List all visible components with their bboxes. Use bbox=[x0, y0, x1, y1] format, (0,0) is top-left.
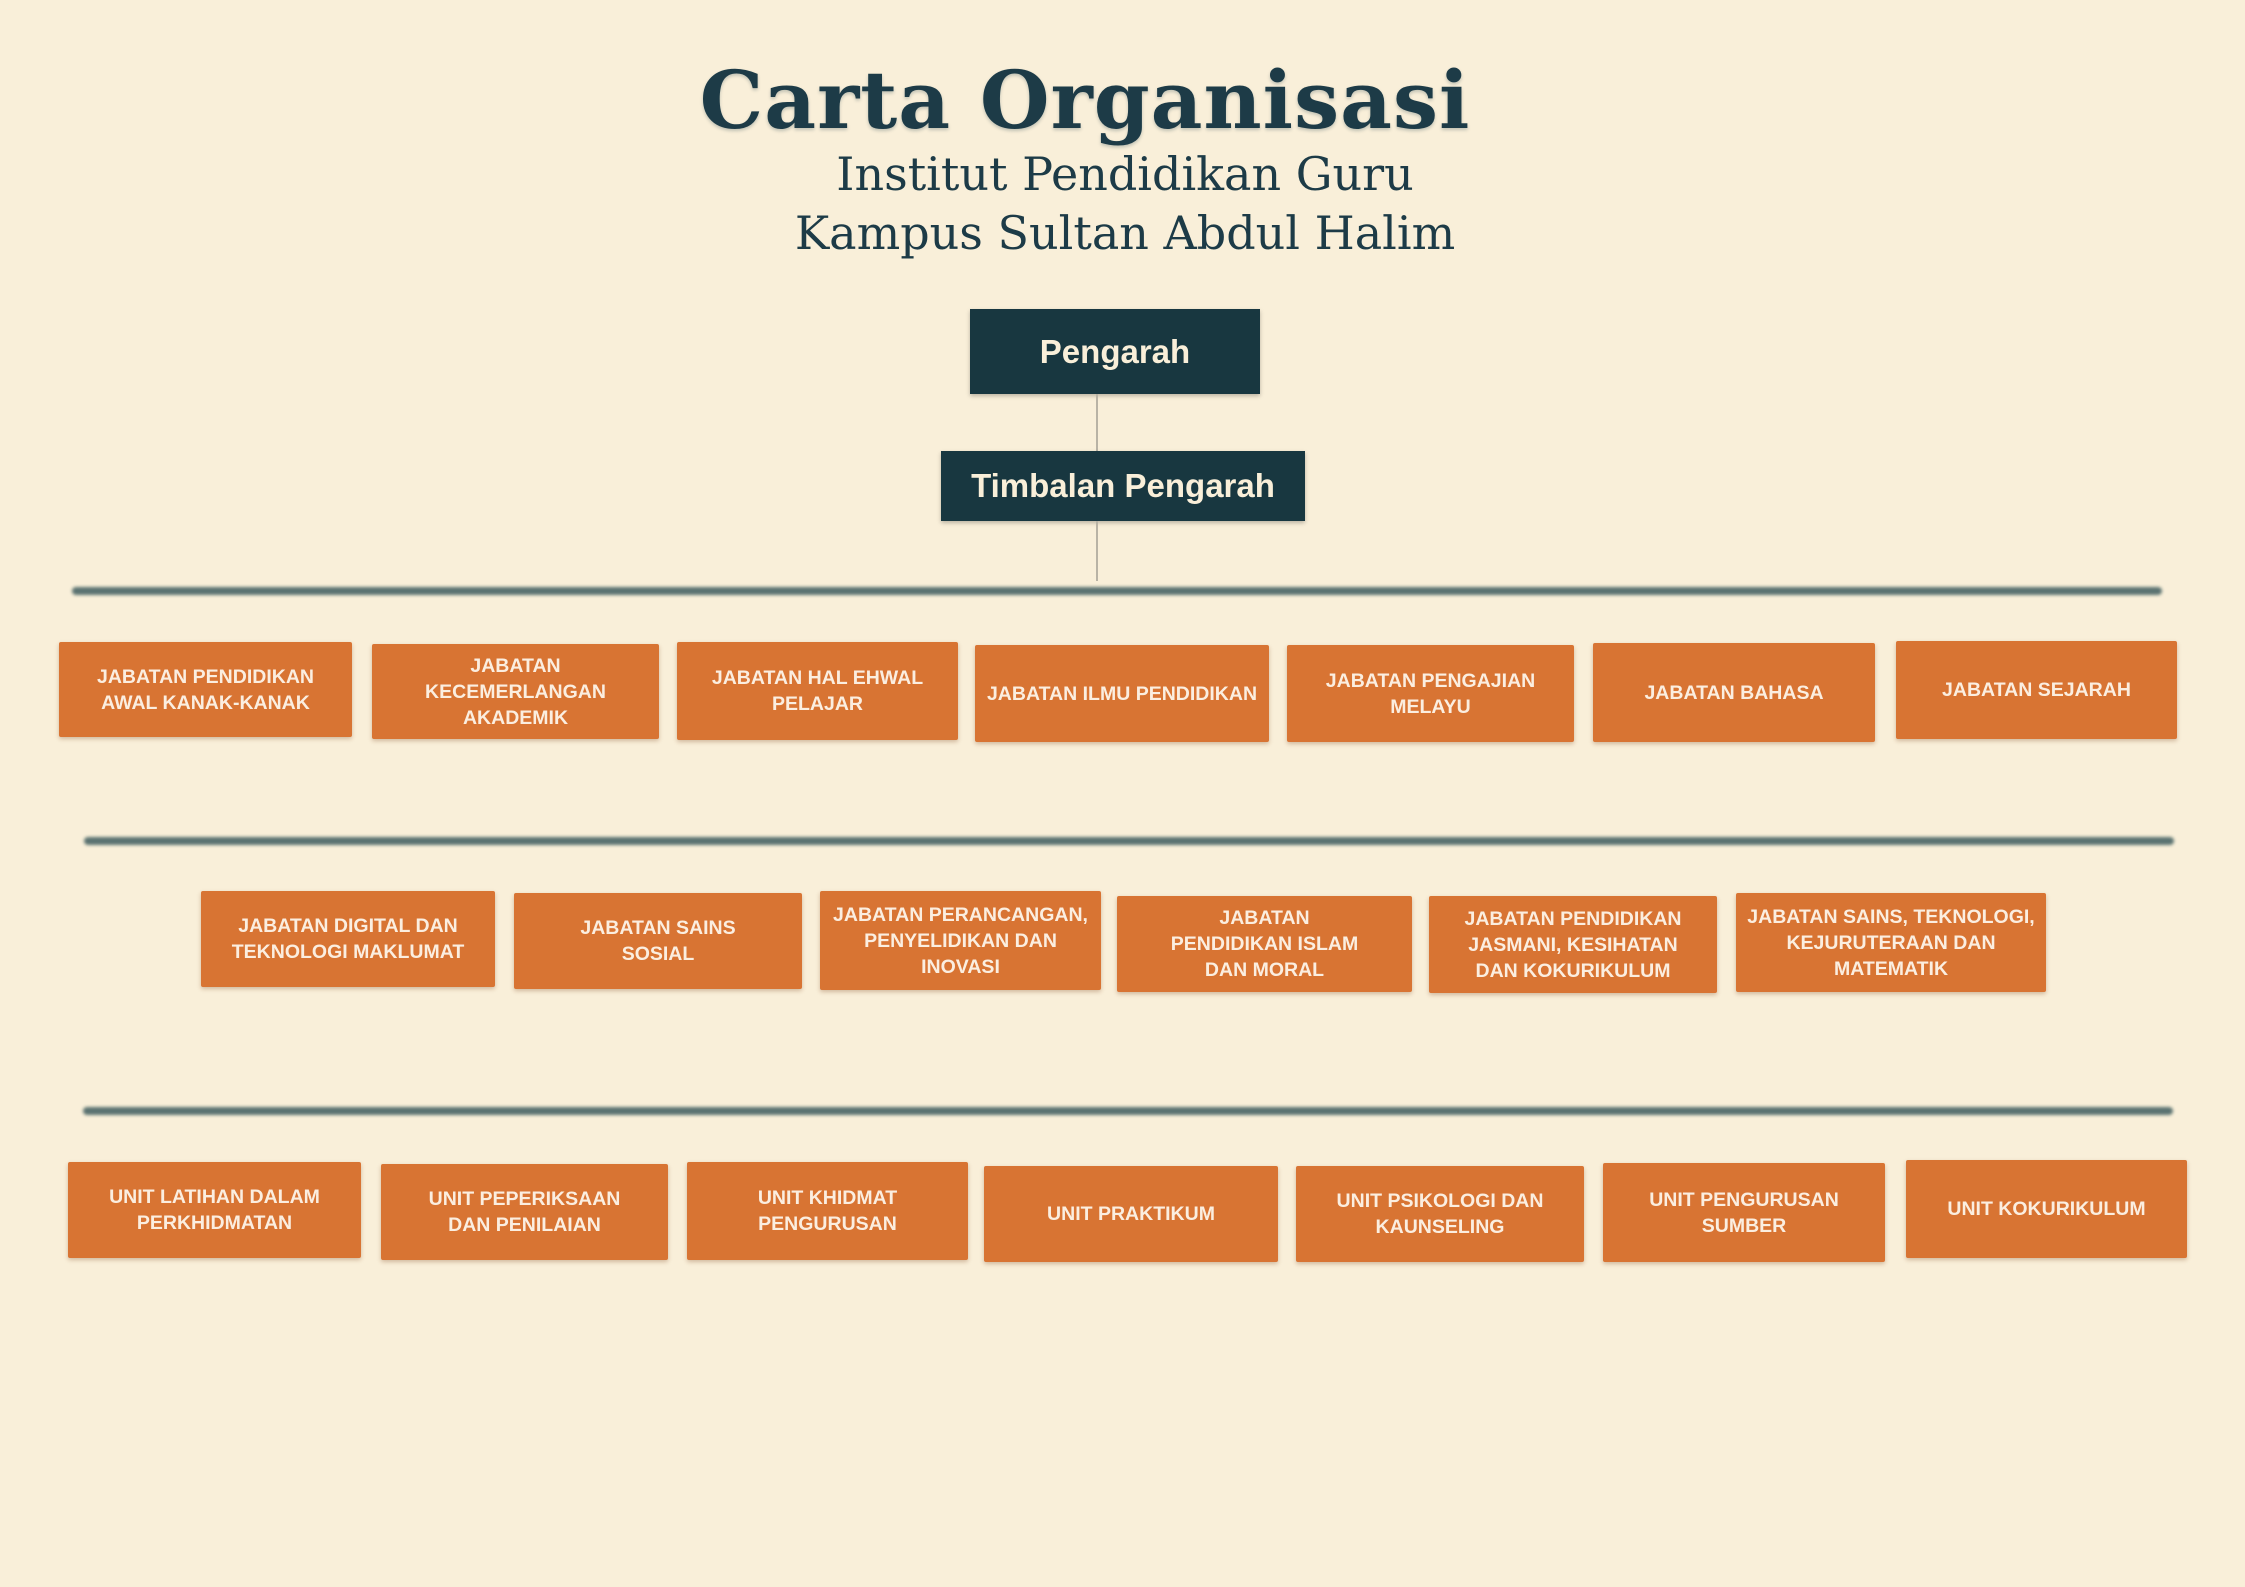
department-box: JABATAN PERANCANGAN, PENYELIDIKAN DAN IN… bbox=[820, 891, 1101, 990]
department-box: JABATAN SAINS, TEKNOLOGI, KEJURUTERAAN D… bbox=[1736, 893, 2046, 992]
department-label: JABATAN PENGAJIAN MELAYU bbox=[1325, 669, 1536, 718]
unit-box: UNIT KHIDMAT PENGURUSAN bbox=[687, 1162, 968, 1260]
subtitle-institution: Institut Pendidikan Guru bbox=[836, 147, 1414, 201]
department-box: JABATAN HAL EHWAL PELAJAR bbox=[677, 642, 958, 740]
department-label: JABATAN PENDIDIKAN AWAL KANAK-KANAK bbox=[96, 665, 315, 714]
unit-box: UNIT PEPERIKSAAN DAN PENILAIAN bbox=[381, 1164, 668, 1260]
connector-line-director-deputy bbox=[1096, 394, 1098, 451]
divider-row-3 bbox=[83, 1107, 2173, 1115]
divider-row-1 bbox=[72, 587, 2162, 595]
department-label: JABATAN PERANCANGAN, PENYELIDIKAN DAN IN… bbox=[833, 903, 1088, 978]
deputy-director-box: Timbalan Pengarah bbox=[941, 451, 1305, 521]
department-box: JABATAN PENDIDIKAN ISLAM DAN MORAL bbox=[1117, 896, 1412, 992]
department-label: JABATAN PENDIDIKAN ISLAM DAN MORAL bbox=[1170, 907, 1359, 981]
subtitle-campus: Kampus Sultan Abdul Halim bbox=[794, 206, 1456, 260]
department-label: JABATAN ILMU PENDIDIKAN bbox=[986, 682, 1258, 705]
department-label: JABATAN SEJARAH bbox=[1942, 679, 2131, 701]
department-box: JABATAN SEJARAH bbox=[1896, 641, 2177, 739]
department-box: JABATAN SAINS SOSIAL bbox=[514, 893, 802, 989]
unit-box: UNIT PRAKTIKUM bbox=[984, 1166, 1278, 1262]
department-label: JABATAN BAHASA bbox=[1644, 681, 1824, 704]
department-label: JABATAN SAINS, TEKNOLOGI, KEJURUTERAAN D… bbox=[1747, 905, 2035, 980]
unit-label: UNIT KOKURIKULUM bbox=[1947, 1198, 2146, 1220]
department-box: JABATAN PENGAJIAN MELAYU bbox=[1287, 645, 1574, 742]
department-box: JABATAN DIGITAL DAN TEKNOLOGI MAKLUMAT bbox=[201, 891, 495, 987]
department-box: JABATAN PENDIDIKAN JASMANI, KESIHATAN DA… bbox=[1429, 896, 1717, 993]
department-label: JABATAN HAL EHWAL PELAJAR bbox=[711, 667, 924, 715]
unit-box: UNIT PSIKOLOGI DAN KAUNSELING bbox=[1296, 1166, 1584, 1262]
department-label: JABATAN PENDIDIKAN JASMANI, KESIHATAN DA… bbox=[1464, 907, 1682, 982]
unit-label: UNIT PSIKOLOGI DAN KAUNSELING bbox=[1336, 1190, 1544, 1238]
unit-label: UNIT KHIDMAT PENGURUSAN bbox=[757, 1187, 898, 1235]
deputy-director-label: Timbalan Pengarah bbox=[971, 467, 1275, 504]
unit-label: UNIT LATIHAN DALAM PERKHIDMATAN bbox=[109, 1186, 320, 1234]
unit-label: UNIT PEPERIKSAAN DAN PENILAIAN bbox=[428, 1188, 621, 1236]
unit-label: UNIT PENGURUSAN SUMBER bbox=[1649, 1188, 1839, 1237]
department-box: JABATAN PENDIDIKAN AWAL KANAK-KANAK bbox=[59, 642, 352, 737]
unit-label: UNIT PRAKTIKUM bbox=[1047, 1203, 1215, 1225]
department-label: JABATAN DIGITAL DAN TEKNOLOGI MAKLUMAT bbox=[231, 915, 465, 963]
page-title: Carta Organisasi bbox=[699, 53, 1471, 147]
director-box: Pengarah bbox=[970, 309, 1260, 394]
department-box: JABATAN ILMU PENDIDIKAN bbox=[975, 645, 1269, 742]
department-box: JABATAN BAHASA bbox=[1593, 643, 1875, 742]
unit-box: UNIT LATIHAN DALAM PERKHIDMATAN bbox=[68, 1162, 361, 1258]
department-label: JABATAN KECEMERLANGAN AKADEMIK bbox=[425, 654, 606, 729]
unit-box: UNIT KOKURIKULUM bbox=[1906, 1160, 2187, 1258]
divider-row-2 bbox=[84, 837, 2174, 845]
unit-box: UNIT PENGURUSAN SUMBER bbox=[1603, 1163, 1885, 1262]
department-label: JABATAN SAINS SOSIAL bbox=[580, 917, 736, 965]
connector-line-deputy-departments bbox=[1096, 521, 1098, 581]
department-box: JABATAN KECEMERLANGAN AKADEMIK bbox=[372, 644, 659, 739]
director-label: Pengarah bbox=[1039, 332, 1191, 370]
